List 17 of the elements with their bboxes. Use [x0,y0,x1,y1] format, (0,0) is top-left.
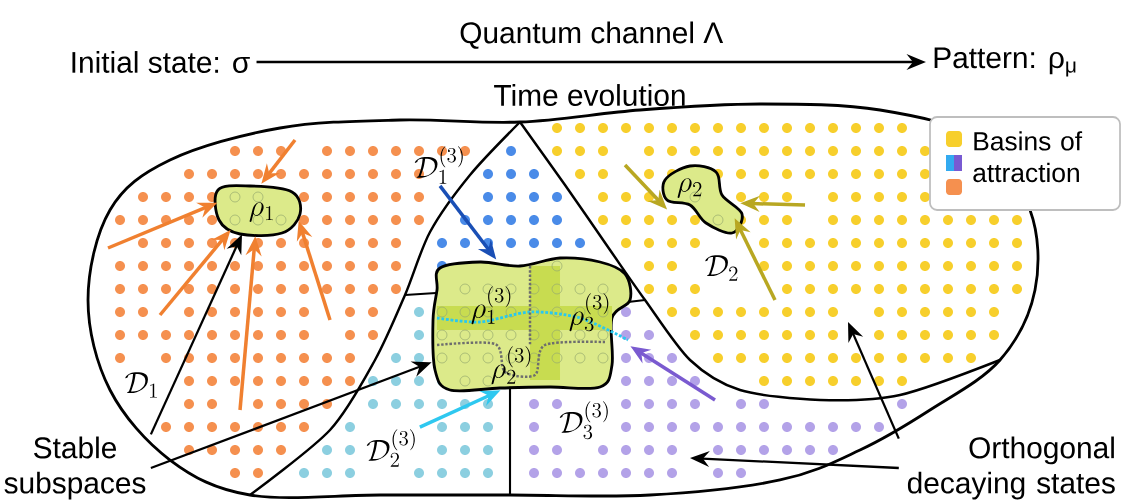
state-label: Pattern: ρ$_{μ}$ [934,47,1076,77]
region-label: $\mathcal{D}_1^{(3)}$ [414,146,463,184]
subspace-label: $\rho_2$ [677,178,702,199]
region-label: $\mathcal{D}_3^{(3)}$ [559,401,608,440]
state-label: Initial state: σ [72,51,250,73]
subspace-label: $\rho_1$ [249,202,273,223]
edge-label: Quantum channel Λ [460,21,724,49]
legend-box: Basins of attraction [929,116,1121,211]
region-label: $\mathcal{D}_1$ [125,372,157,398]
caption-text: Time evolution [494,84,685,106]
subspace-label: $\rho_3^{(3)}$ [569,293,609,332]
region-label: $\mathcal{D}_2$ [705,255,738,281]
subspace-label: $\rho_2^{(3)}$ [491,346,531,385]
region-label: $\mathcal{D}_2^{(3)}$ [366,429,415,467]
caption-text: Orthogonal decaying states [907,436,1115,500]
subspace-label: $\rho_1^{(3)}$ [471,286,511,325]
caption-text: Stable subspaces [4,436,146,500]
